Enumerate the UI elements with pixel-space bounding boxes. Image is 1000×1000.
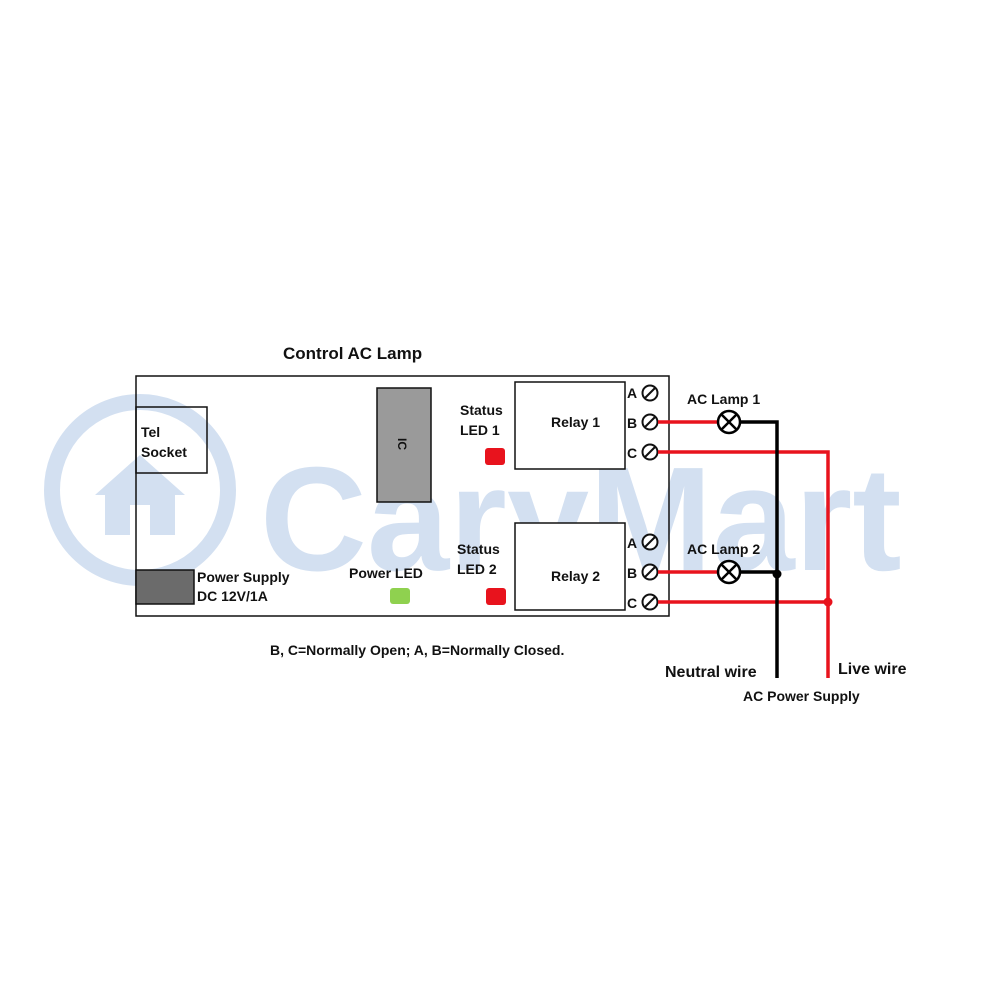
live-junction bbox=[823, 597, 833, 607]
relay-1-label: Relay 1 bbox=[551, 414, 600, 430]
relay-2-label: Relay 2 bbox=[551, 568, 600, 584]
terminal-block-1: A B C bbox=[627, 384, 659, 461]
terminal-1-a-label: A bbox=[627, 385, 637, 401]
lamp-1-icon bbox=[716, 409, 742, 435]
status-led-2 bbox=[486, 588, 506, 605]
neutral-wires bbox=[741, 420, 779, 678]
tel-socket-label-1: Tel bbox=[141, 424, 160, 440]
lamp-2-label: AC Lamp 2 bbox=[687, 541, 760, 557]
contact-note: B, C=Normally Open; A, B=Normally Closed… bbox=[270, 642, 564, 658]
power-led bbox=[390, 588, 410, 604]
neutral-wire-label: Neutral wire bbox=[665, 664, 757, 681]
neutral-wire-main bbox=[741, 420, 779, 678]
terminal-block-2: A B C bbox=[627, 533, 659, 611]
terminal-2-c-label: C bbox=[627, 595, 637, 611]
power-supply-label-2: DC 12V/1A bbox=[197, 588, 268, 604]
terminal-2-b-label: B bbox=[627, 565, 637, 581]
diagram-title: Control AC Lamp bbox=[283, 344, 422, 363]
lamp-1-label: AC Lamp 1 bbox=[687, 391, 760, 407]
lamp-2-icon bbox=[716, 559, 742, 585]
status-led-1 bbox=[485, 448, 505, 465]
status-led-2-label-1: Status bbox=[457, 541, 500, 557]
watermark-house-door bbox=[130, 505, 150, 535]
neutral-junction bbox=[772, 569, 782, 579]
status-led-2-label-2: LED 2 bbox=[457, 561, 497, 577]
status-led-1-label-1: Status bbox=[460, 402, 503, 418]
live-wire-label: Live wire bbox=[838, 661, 907, 678]
ac-power-supply-label: AC Power Supply bbox=[743, 688, 860, 704]
terminal-1-c-label: C bbox=[627, 445, 637, 461]
relay-2 bbox=[514, 522, 626, 611]
terminal-2-a-label: A bbox=[627, 535, 637, 551]
watermark-house-icon bbox=[95, 455, 185, 535]
ic-chip bbox=[376, 387, 432, 503]
relay-1 bbox=[514, 381, 626, 470]
tel-socket bbox=[135, 406, 208, 474]
status-led-1-label-2: LED 1 bbox=[460, 422, 500, 438]
power-supply-label-1: Power Supply bbox=[197, 569, 290, 585]
ic-label: IC bbox=[395, 438, 409, 450]
tel-socket-label-2: Socket bbox=[141, 444, 187, 460]
power-supply-jack bbox=[135, 569, 195, 605]
terminal-1-b-label: B bbox=[627, 415, 637, 431]
controller-board bbox=[135, 375, 670, 617]
power-led-label: Power LED bbox=[349, 565, 423, 581]
